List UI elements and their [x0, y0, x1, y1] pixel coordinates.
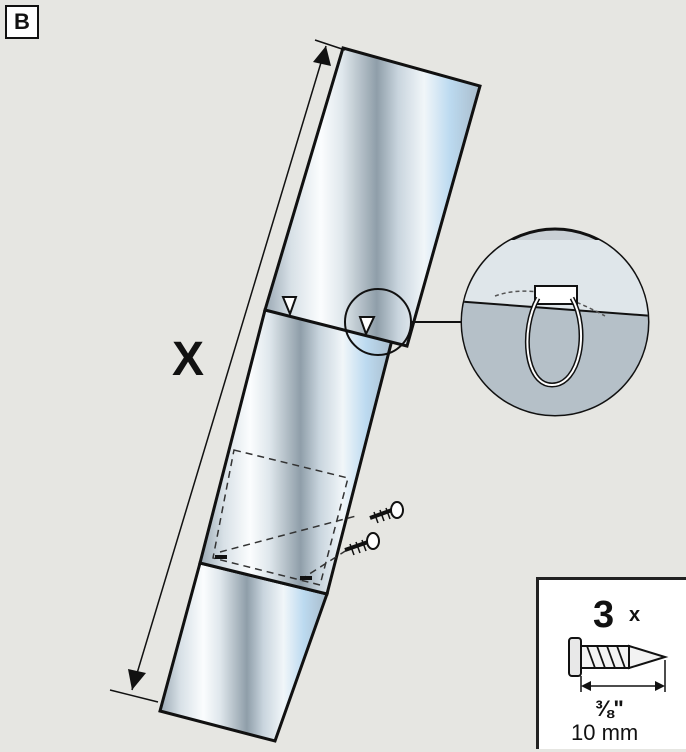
quantity-multiplier: x: [629, 604, 641, 626]
screw-hole: [215, 555, 227, 559]
clip-tab: [534, 285, 578, 305]
screw-length-metric: 10 mm: [571, 720, 639, 745]
upper-tube: [263, 46, 482, 348]
zoom-detail: [460, 227, 650, 417]
lower-tube: [158, 561, 329, 743]
screw-guide-line: [299, 547, 351, 581]
screw-icon: [344, 532, 380, 556]
length-dimension: [109, 39, 346, 703]
screw-length-imperial: ⅜": [595, 696, 624, 721]
spring-clip-icon: [281, 296, 298, 317]
hardware-callout: 3 x ⅜" 10 mm: [536, 577, 686, 749]
step-label: B: [5, 5, 39, 39]
spring-clip-icon: [358, 316, 376, 337]
inner-sleeve-outline: [212, 449, 349, 586]
screw-quantity: 3: [593, 594, 615, 636]
dimension-label: X: [172, 333, 205, 386]
screw-hole: [300, 576, 312, 580]
screw-icon: [369, 501, 404, 524]
screw-spec-icon: [568, 637, 669, 692]
